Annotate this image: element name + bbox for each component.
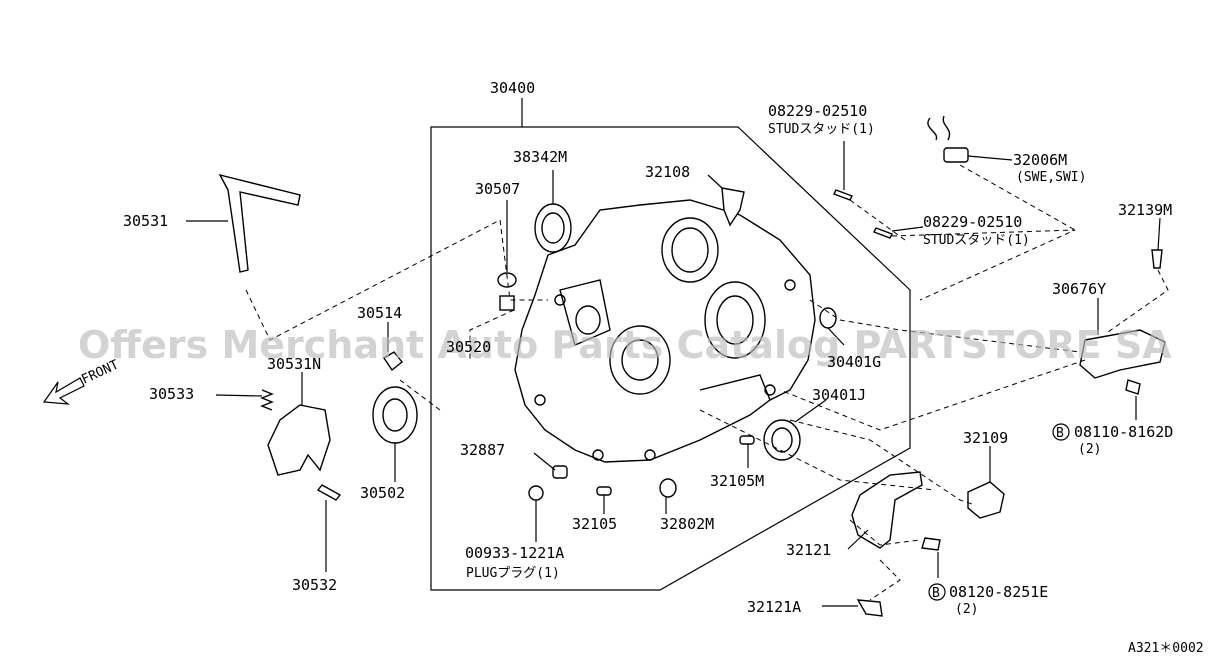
label-08229-upper-desc: STUDスタッド(1) [768,122,875,137]
bolt-32121a [856,599,883,617]
label-30400: 30400 [490,79,535,97]
release-bearing-30502 [372,386,418,444]
label-30533: 30533 [149,385,194,403]
label-32105m: 32105M [710,472,764,490]
watermark-text: Offers Merchant Auto Parts Catalog PARTS… [78,323,1172,367]
bolt-32139m [1151,249,1163,269]
shift-fork-30531n [267,404,331,476]
spring-30533 [260,389,274,411]
label-32121a: 32121A [747,598,801,616]
label-00933-1221a: 00933-1221A [465,544,564,562]
bolt-marker-08110-letter: B [1056,426,1064,441]
seal-30401j [763,419,801,461]
label-30520: 30520 [446,338,491,356]
label-32121: 32121 [786,541,831,559]
label-30531n: 30531N [267,355,321,373]
bushing-30507 [497,272,517,311]
stud-08229-upper [833,189,853,201]
pin-32105 [596,486,612,496]
leader-lines [186,98,1161,607]
label-30401g: 30401G [827,353,881,371]
label-08110-qty: (2) [1078,442,1101,457]
stud-08229-lower [873,227,893,239]
shift-lever-30531 [218,173,301,273]
label-32139m: 32139M [1118,201,1172,219]
label-08229-upper: 08229-02510 [768,102,867,120]
label-08110-8162d: 08110-8162D [1074,423,1173,441]
switch-32006m [927,115,969,163]
bracket-32121 [851,471,923,549]
bolt-marker-08120 [928,583,946,601]
label-32802m: 32802M [660,515,714,533]
label-30532: 30532 [292,576,337,594]
pin-32105m [739,435,755,445]
label-30514: 30514 [357,304,402,322]
plug-32887 [552,465,568,479]
clip-30514 [383,351,403,372]
label-08120-qty: (2) [955,602,978,617]
bolt-08110 [1125,379,1141,395]
cover-32109 [967,481,1005,519]
label-08229-lower-desc: STUDスタッド(1) [923,233,1030,248]
bolt-marker-08110 [1052,423,1070,441]
label-32887: 32887 [460,441,505,459]
housing-panel-outline [430,126,911,591]
label-32108: 32108 [645,163,690,181]
label-08120-8251e: 08120-8251E [949,583,1048,601]
label-30401j: 30401J [812,386,866,404]
assembly-dashed-lines [245,164,1169,601]
label-32109: 32109 [963,429,1008,447]
plug-00933 [528,485,544,501]
bracket-30676y [1079,329,1166,379]
pin-30532 [316,484,342,501]
plug-32802m [659,478,677,498]
label-32006m-desc: (SWE,SWI) [1016,170,1086,185]
bolt-marker-08120-letter: B [932,586,940,601]
label-38342m: 38342M [513,148,567,166]
bolt-08120 [921,537,941,551]
label-30507: 30507 [475,180,520,198]
label-30502: 30502 [360,484,405,502]
label-32006m: 32006M [1013,151,1067,169]
figure-code: A321＊0002 [1128,641,1204,656]
label-30676y: 30676Y [1052,280,1106,298]
sensor-32108 [721,187,745,227]
label-00933-desc: PLUGプラグ(1) [466,566,560,581]
label-32105: 32105 [572,515,617,533]
transmission-case [514,199,816,463]
label-08229-lower: 08229-02510 [923,213,1022,231]
label-30531: 30531 [123,212,168,230]
oil-seal-38342m [534,203,572,253]
